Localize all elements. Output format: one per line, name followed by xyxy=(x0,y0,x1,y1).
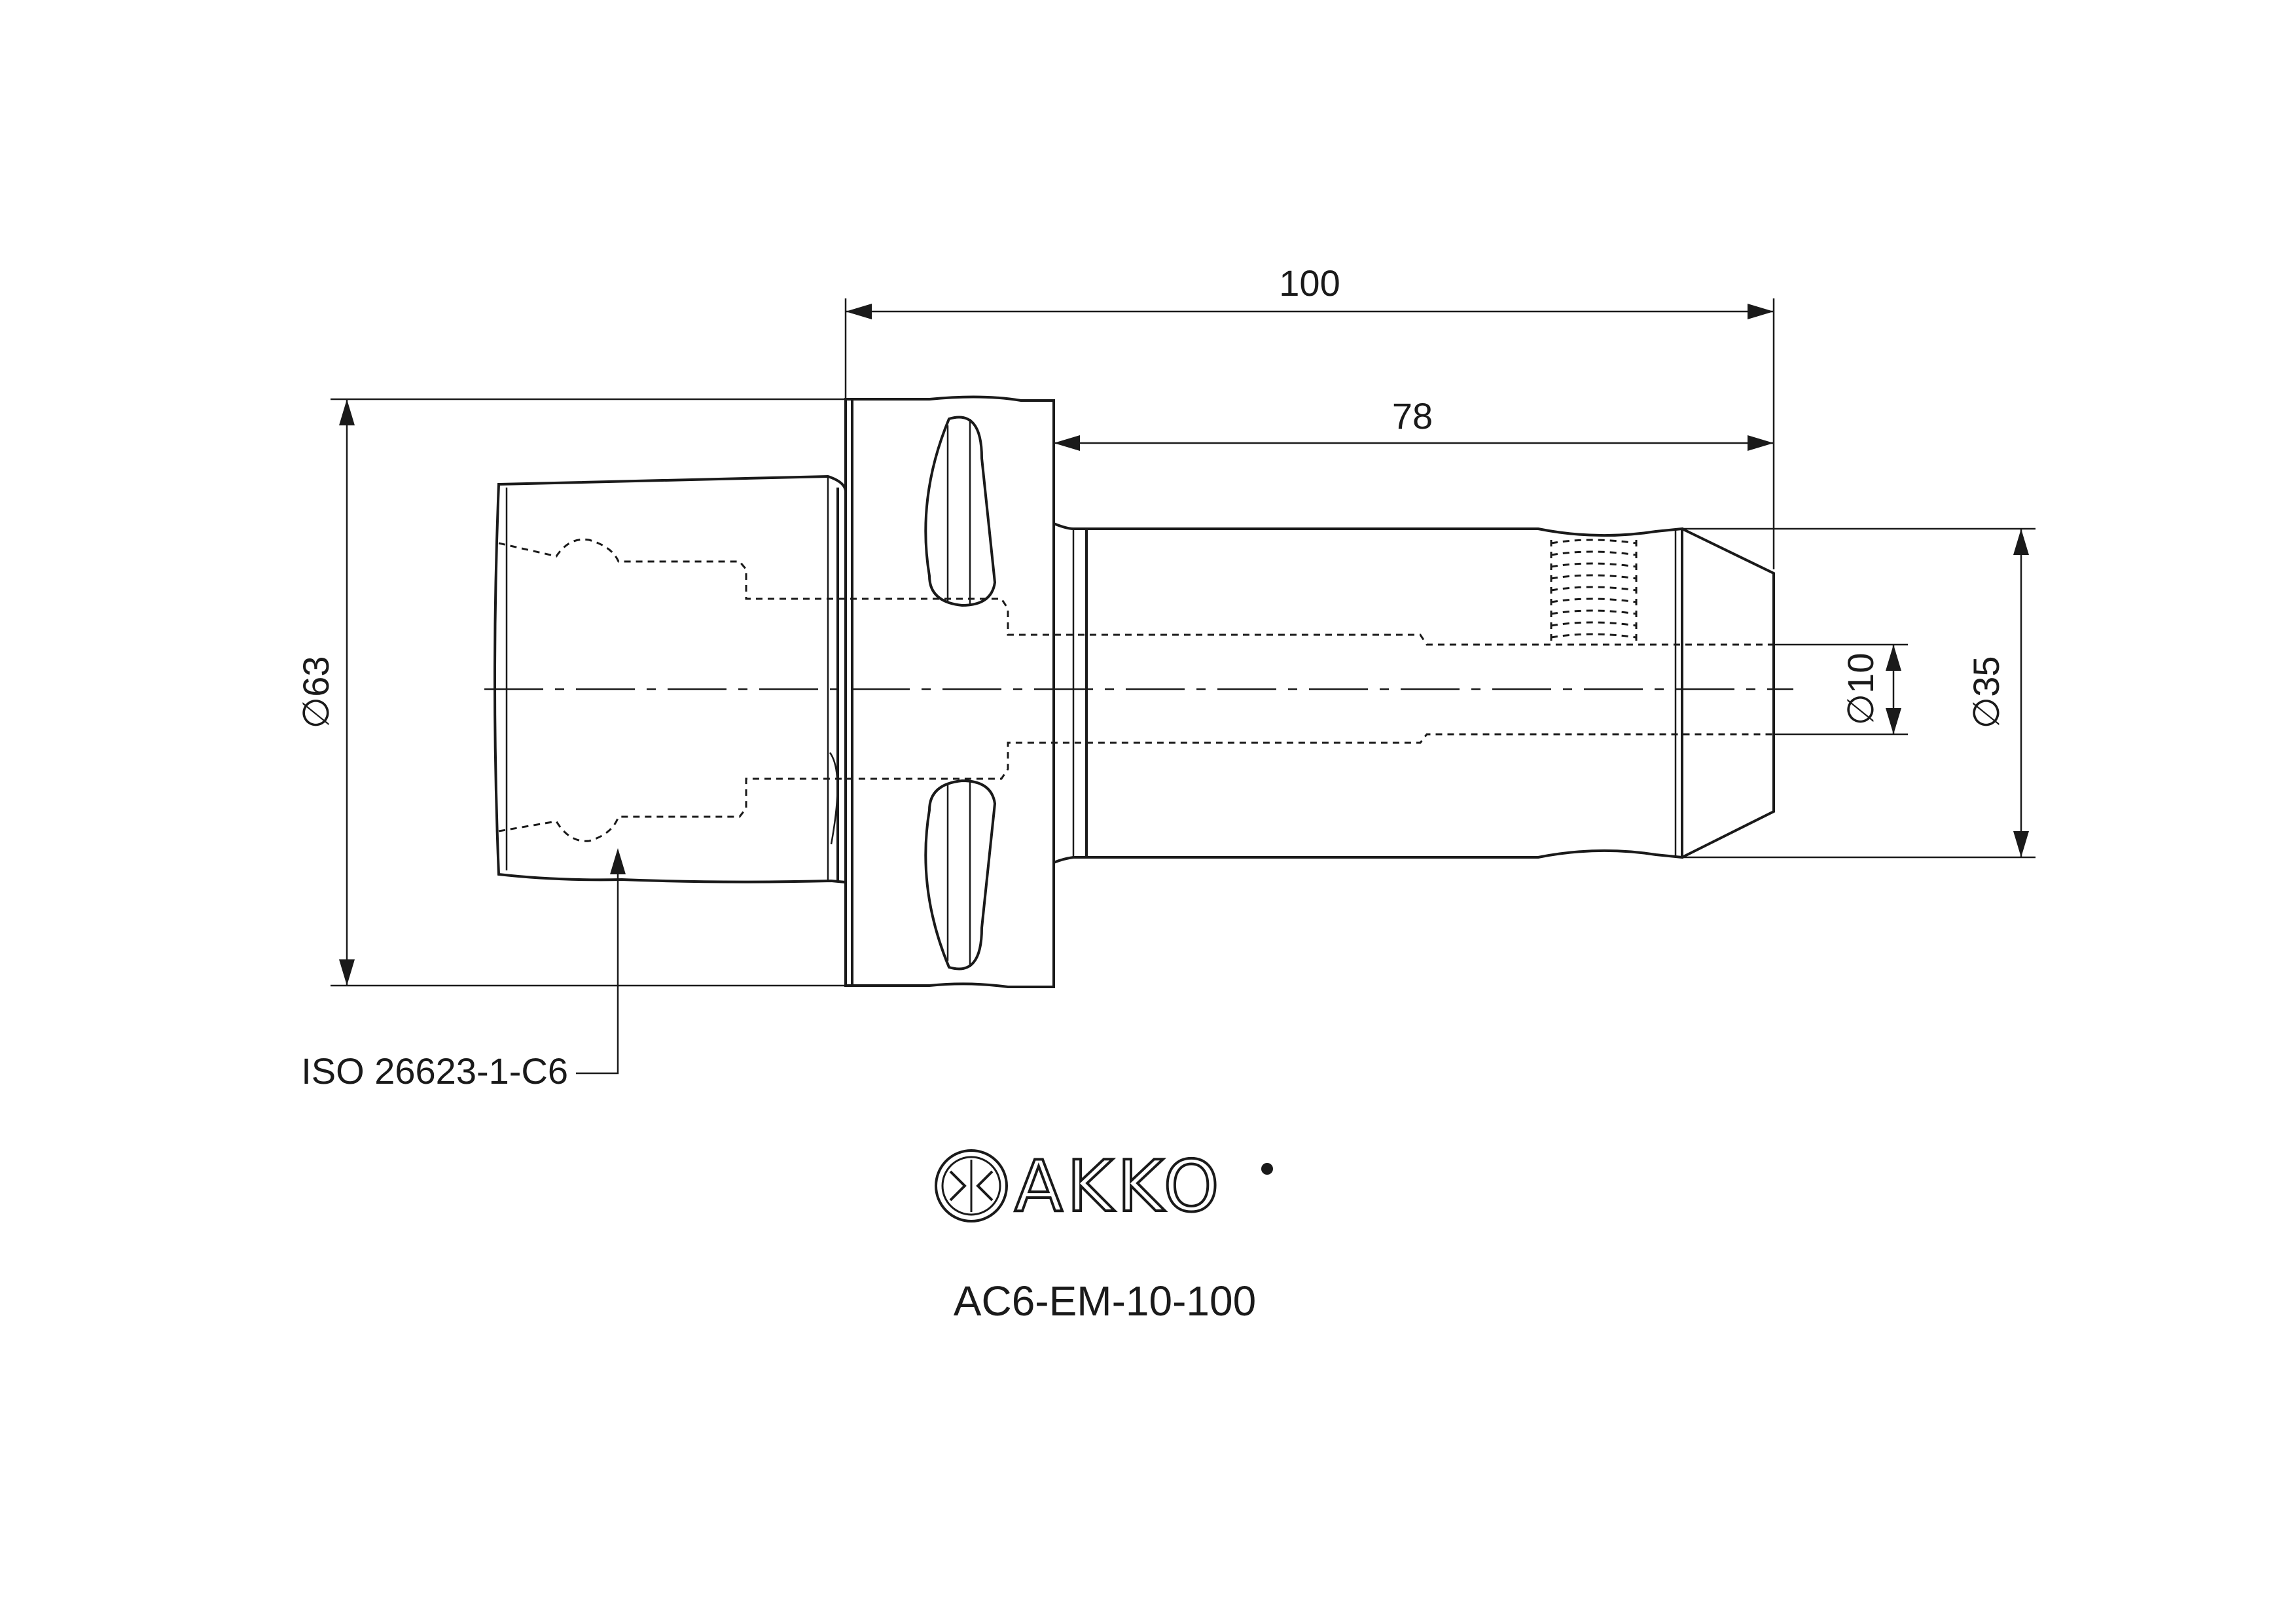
upper-gripper-notch xyxy=(924,416,997,607)
dimension-shank-diameter: ∅35 xyxy=(1682,527,2036,859)
shank-diameter-label: ∅35 xyxy=(1965,656,2007,728)
akko-emblem-icon xyxy=(935,1149,1008,1222)
coolant-slot-pattern xyxy=(1550,539,1638,645)
tool-holder-body xyxy=(484,395,1793,988)
overall-length-label: 100 xyxy=(1279,262,1340,304)
interface-callout: ISO 26623-1-C6 xyxy=(301,848,626,1092)
brand-name: AKKO xyxy=(1014,1146,1223,1228)
dimension-shank-length: 78 xyxy=(1052,395,1774,452)
registered-mark-icon xyxy=(1261,1163,1273,1175)
bore-diameter-label: ∅10 xyxy=(1840,652,1881,725)
shank-outline xyxy=(1086,527,1683,859)
upper-hidden-bore xyxy=(498,538,1774,646)
lower-hidden-bore xyxy=(498,733,1774,842)
part-number: AC6-EM-10-100 xyxy=(954,1277,1256,1325)
coupling-relief xyxy=(829,752,838,845)
dimension-bore-diameter: ∅10 xyxy=(1774,643,1908,736)
shank-collar xyxy=(1053,522,1088,864)
akko-logo: AKKO xyxy=(935,1145,1273,1229)
dimension-flange-diameter: ∅63 xyxy=(295,398,846,987)
nose-chamfer xyxy=(1681,527,1775,859)
interface-standard-label: ISO 26623-1-C6 xyxy=(301,1050,568,1092)
shank-length-label: 78 xyxy=(1392,395,1433,437)
flange-diameter-label: ∅63 xyxy=(295,656,336,728)
flange-outline xyxy=(844,395,1055,988)
lower-gripper-notch xyxy=(924,779,997,971)
polygon-coupling-outline xyxy=(493,474,847,884)
dimension-overall-length: 100 xyxy=(844,262,1775,569)
